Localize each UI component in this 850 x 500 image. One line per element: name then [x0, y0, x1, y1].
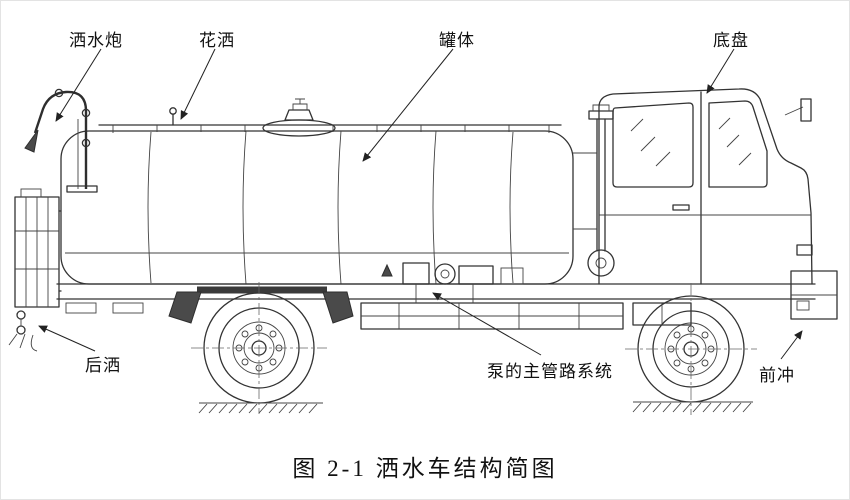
door-window [612, 102, 694, 188]
figure-caption: 图 2-1 洒水车结构简图 [292, 456, 558, 481]
label-water-cannon: 洒水炮 [69, 31, 123, 50]
step-box [632, 302, 692, 326]
leader-front-flush [780, 330, 803, 360]
leader-chassis [706, 48, 735, 94]
manhole-hatch [262, 98, 336, 137]
air-intake-stack [573, 104, 615, 277]
rear-wheel [191, 282, 327, 414]
label-front-flush: 前冲 [759, 366, 795, 385]
front-bumper [790, 270, 838, 320]
leader-tank [362, 48, 454, 162]
leader-rear-spray [38, 325, 96, 352]
label-tank: 罐体 [439, 31, 475, 50]
water-cannon [24, 88, 98, 193]
tank-body [60, 98, 574, 285]
ground-lines [198, 401, 753, 414]
cab [598, 88, 813, 326]
label-sprinkler: 花洒 [199, 31, 235, 50]
door-handle [672, 204, 690, 211]
label-pump-pipeline: 泵的主管路系统 [487, 362, 613, 381]
leader-sprinkler [180, 48, 216, 120]
label-rear-spray: 后洒 [85, 356, 121, 375]
leader-pump [432, 292, 542, 356]
side-mirror [784, 98, 812, 122]
pipeline-subframe [360, 302, 624, 330]
front-window [708, 100, 768, 188]
pump-assembly [381, 262, 524, 303]
leader-water-cannon [55, 48, 102, 122]
label-chassis: 底盘 [713, 31, 749, 50]
rear-platform [8, 188, 62, 352]
headlight [796, 244, 813, 256]
rear-spray-nozzles [8, 310, 38, 352]
rear-fender [168, 286, 354, 324]
leader-lines [38, 48, 803, 360]
shower-sprinkler [169, 107, 177, 126]
